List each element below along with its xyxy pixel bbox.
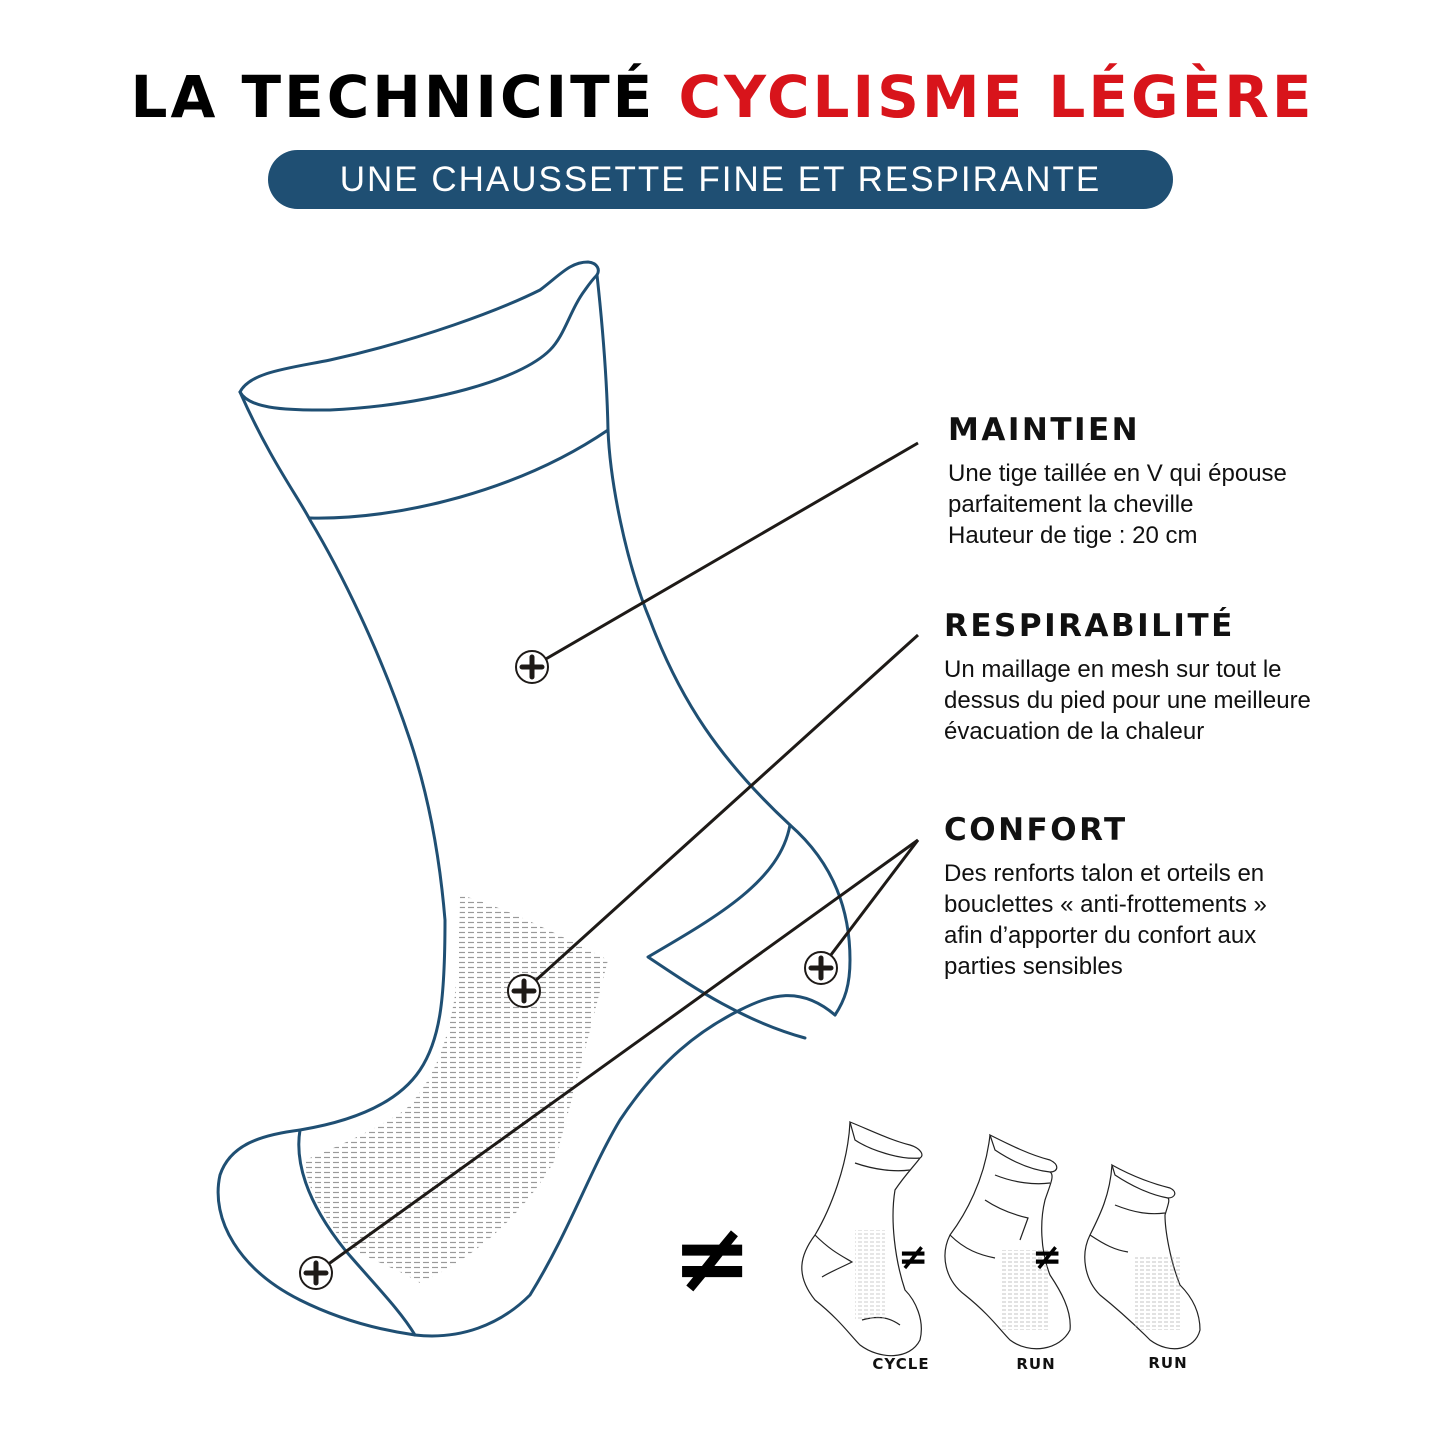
subtitle-banner: UNE CHAUSSETTE FINE ET RESPIRANTE (268, 150, 1173, 209)
title-red-part: CYCLISME LÉGÈRE (678, 63, 1315, 131)
plus-circle-icon[interactable] (804, 951, 838, 985)
mesh-zone (305, 895, 608, 1283)
feature-title: CONFORT (944, 812, 1128, 848)
sock-type-label: RUN (1148, 1354, 1188, 1372)
mesh-zone (855, 1230, 885, 1320)
feature-title: MAINTIEN (948, 412, 1141, 448)
not-equal-icon: ≠ (898, 1237, 929, 1278)
title-black-part: LA TECHNICITÉ (130, 63, 656, 131)
feature-confort: CONFORT Des renforts talon et orteils en… (944, 810, 1267, 982)
feature-title: RESPIRABILITÉ (944, 608, 1235, 644)
sock-outline (216, 260, 852, 1338)
small-sock-run-2 (1084, 1163, 1201, 1350)
not-equal-icon: ≠ (1032, 1237, 1063, 1278)
callout-lines (315, 441, 920, 1275)
subtitle-text: UNE CHAUSSETTE FINE ET RESPIRANTE (339, 159, 1102, 199)
plus-circle-icon[interactable] (515, 650, 549, 684)
feature-respirabilite: RESPIRABILITÉ Un maillage en mesh sur to… (944, 606, 1311, 747)
mesh-zone (1135, 1255, 1180, 1330)
plus-circle-icon[interactable] (507, 974, 541, 1008)
not-equal-icon: ≠ (672, 1202, 753, 1314)
mesh-zone (1000, 1250, 1050, 1330)
small-sock-cycle (801, 1120, 923, 1357)
page-title: LA TECHNICITÉ CYCLISME LÉGÈRE (0, 62, 1445, 132)
feature-description: Une tige taillée en V qui épouse parfait… (948, 460, 1287, 549)
feature-description: Un maillage en mesh sur tout le dessus d… (944, 656, 1311, 745)
sock-type-label: CYCLE (872, 1355, 930, 1373)
plus-circle-icon[interactable] (299, 1256, 333, 1290)
feature-maintien: MAINTIEN Une tige taillée en V qui épous… (948, 410, 1287, 551)
small-sock-run-1 (944, 1133, 1071, 1350)
feature-description: Des renforts talon et orteils en bouclet… (944, 860, 1267, 980)
sock-type-label: RUN (1016, 1355, 1056, 1373)
